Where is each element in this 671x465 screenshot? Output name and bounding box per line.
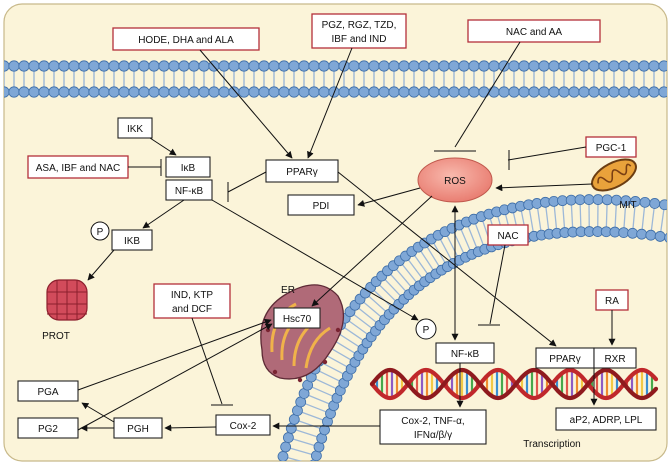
arrow-ikb-prot <box>87 249 115 281</box>
prot-label: PROT <box>42 331 70 342</box>
arrow-ikk-ikb <box>149 137 177 156</box>
arrow-pgz-ppar <box>307 47 353 159</box>
er-label: ER <box>281 285 295 296</box>
pdi-box <box>287 194 355 216</box>
cox2-tnf-box <box>379 409 487 445</box>
cox2-box <box>215 414 271 436</box>
cell-background <box>3 3 668 462</box>
ikb2-label: IKB <box>124 236 140 247</box>
pgz-box <box>311 13 407 49</box>
pgh-label: PGH <box>127 424 149 435</box>
ikb-box <box>165 156 211 178</box>
ikk-label: IKK <box>127 124 143 135</box>
ap2-label: aP2, ADRP, LPL <box>570 415 643 426</box>
pg2-label: PG2 <box>38 424 58 435</box>
nfkb-box <box>165 179 213 201</box>
nac-label: NAC <box>497 231 518 242</box>
ind-ktp-box <box>153 283 231 319</box>
connectors <box>77 41 616 432</box>
arrow-nfkb-ikb <box>142 199 185 229</box>
pdi-label: PDI <box>313 201 330 212</box>
ra-label: RA <box>605 296 619 307</box>
arrow-cox2-pgh <box>164 424 217 432</box>
nac-aa-label: NAC and AA <box>506 27 562 38</box>
inhibit-pgc1-ros <box>507 146 587 161</box>
inhibit-nac <box>489 244 506 325</box>
nfkb2-label: NF-κB <box>451 349 480 360</box>
pgz-label-1: PGZ, RGZ, TZD, <box>322 20 397 31</box>
mit-label: MIT <box>619 200 636 211</box>
hode-label: HODE, DHA and ALA <box>138 35 234 46</box>
proteasome-icon <box>46 279 88 321</box>
mitochondrion-icon <box>591 158 637 192</box>
transcription-label: Transcription <box>523 439 580 450</box>
arrow-pga-hsc70 <box>77 318 272 391</box>
arrow-hode-ppar <box>199 49 293 159</box>
ikk-box <box>117 117 153 139</box>
ppar2-label: PPARγ <box>549 354 581 365</box>
pga-label: PGA <box>37 387 58 398</box>
phospho-label-nucleus: P <box>423 325 430 336</box>
inhibit-ppar-nfkb <box>227 171 267 193</box>
nac-box <box>487 224 529 246</box>
pgc1-label: PGC-1 <box>596 143 627 154</box>
ind-ktp-label-2: and DCF <box>172 304 212 315</box>
arrow-mit-ros <box>495 183 593 192</box>
ikb2-box <box>111 229 153 251</box>
inhibit-ind-cox2 <box>191 317 223 405</box>
ind-ktp-label-1: IND, KTP <box>171 290 214 301</box>
cox2-label: Cox-2 <box>230 421 257 432</box>
ros-label: ROS <box>444 176 466 187</box>
arrow-pgh-pga <box>81 402 115 423</box>
hsc70-label: Hsc70 <box>283 314 312 325</box>
nac-aa-box <box>467 19 601 43</box>
arrow-pg2-hsc70 <box>77 323 273 431</box>
inhibit-nacaa-ros <box>454 41 521 148</box>
pg2-box <box>17 417 79 439</box>
hsc70-box <box>273 307 321 329</box>
phospho-label: P <box>97 227 104 238</box>
phospho-circle-nucleus <box>415 318 437 340</box>
nfkb-label: NF-κB <box>175 186 204 197</box>
plasma-membrane <box>4 60 667 98</box>
pgz-label-2: IBF and IND <box>331 34 386 45</box>
dna-helix-icon <box>369 367 659 401</box>
ikb-label: IκB <box>181 163 196 174</box>
cox2-tnf-label-1: Cox-2, TNF-α, <box>401 416 464 427</box>
arrow-ros-hsc70 <box>311 195 433 307</box>
pga-box <box>17 380 79 402</box>
ppar-label: PPARγ <box>286 167 318 178</box>
ros-node <box>417 157 493 203</box>
arrow-nfkb-nucleus <box>211 199 419 321</box>
phospho-circle <box>90 221 110 241</box>
rxr-box <box>593 347 637 369</box>
rxr-label: RXR <box>604 354 625 365</box>
arrow-ros-pdi <box>357 187 421 207</box>
ap2-box <box>555 407 657 431</box>
hode-box <box>112 27 260 51</box>
ppar-box <box>265 159 339 183</box>
cox2-tnf-label-2: IFNα/β/γ <box>414 430 452 441</box>
asa-label: ASA, IBF and NAC <box>36 163 120 174</box>
nfkb2-box <box>435 342 495 364</box>
